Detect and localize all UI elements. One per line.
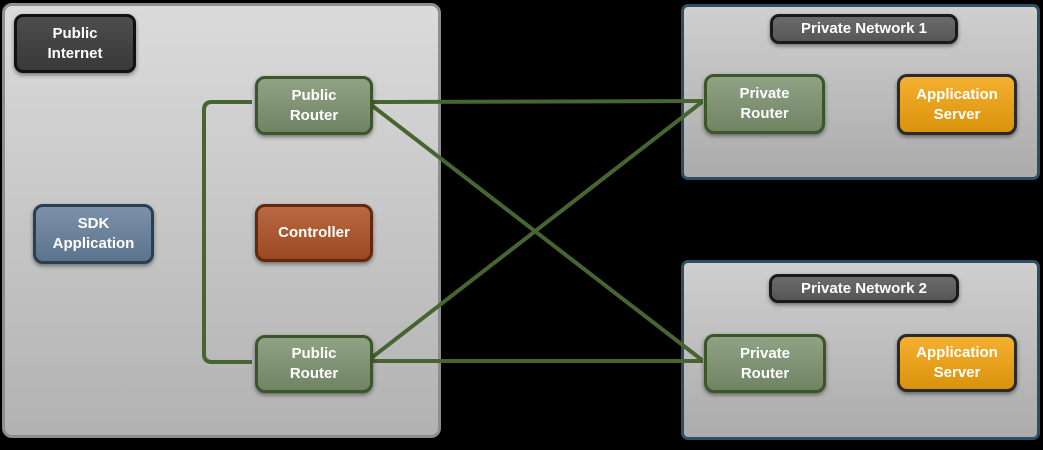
node-label-text: Controller <box>278 224 350 241</box>
node-public-router-top: Public Router <box>255 76 373 135</box>
public-internet-label: Public Internet <box>14 14 136 73</box>
private-network-1-zone: Private Network 1 Private Router Applica… <box>681 4 1040 180</box>
node-label-text: Private Router <box>739 85 790 122</box>
node-application-server-1: Application Server <box>897 74 1017 135</box>
node-label-text: Private Router <box>739 344 791 382</box>
private-network-2-zone: Private Network 2 Private Router Applica… <box>681 260 1040 440</box>
node-label-text: Public Router <box>289 345 339 382</box>
zone-label-text: Public Internet <box>47 24 103 62</box>
node-controller: Controller <box>255 204 373 262</box>
node-label-text: Application Server <box>916 85 998 123</box>
private-network-1-label: Private Network 1 <box>770 14 958 44</box>
node-private-router-2: Private Router <box>704 334 826 393</box>
node-application-server-2: Application Server <box>897 334 1017 392</box>
node-private-router-1: Private Router <box>704 74 825 134</box>
private-network-2-label: Private Network 2 <box>769 274 959 303</box>
node-label-text: Application Server <box>916 344 998 381</box>
public-internet-zone: Public Internet Public Router SDK Applic… <box>2 3 441 438</box>
node-label-text: SDK Application <box>52 215 135 252</box>
node-sdk-application: SDK Application <box>33 204 154 264</box>
zone-label-text: Private Network 1 <box>801 20 927 37</box>
node-label-text: Public Router <box>289 86 339 124</box>
node-public-router-bottom: Public Router <box>255 335 373 393</box>
zone-label-text: Private Network 2 <box>801 279 927 297</box>
